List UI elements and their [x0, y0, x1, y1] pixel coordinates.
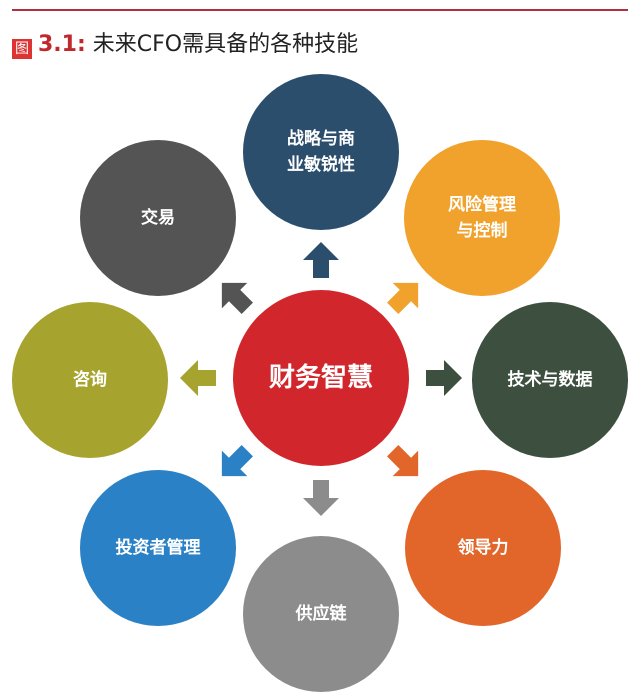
figure-number: 3.1:: [38, 32, 86, 57]
node-investor: [80, 470, 236, 626]
node-tech: [472, 302, 628, 458]
arrow-trading: [221, 282, 253, 314]
label-supply: 供应链: [296, 601, 347, 627]
figure-title-text: 未来CFO需具备的各种技能: [92, 32, 359, 57]
node-supply: [243, 536, 399, 692]
arrow-leadership: [387, 445, 419, 477]
label-strategy: 战略与商业敏锐性: [287, 126, 355, 178]
label-line: 领导力: [457, 538, 509, 558]
label-line: 交易: [141, 208, 175, 228]
center-label: 财务智慧: [268, 363, 374, 393]
arrow-supply: [303, 480, 339, 516]
label-line: 战略与商: [287, 129, 355, 149]
label-line: 供应链: [295, 604, 347, 624]
arrow-investor: [221, 445, 253, 477]
top-rule: [12, 9, 628, 11]
label-leadership: 领导力: [458, 535, 509, 561]
label-line: 业敏锐性: [287, 155, 355, 175]
arrow-risk: [387, 282, 419, 314]
label-line: 技术与数据: [507, 370, 593, 390]
node-risk: [404, 140, 560, 296]
node-leadership: [405, 470, 561, 626]
figure-title: 图 3.1: 未来CFO需具备的各种技能: [12, 26, 358, 59]
label-line: 投资者管理: [115, 538, 201, 558]
figure-icon: 图: [12, 39, 32, 59]
center-node: [233, 290, 409, 466]
node-consulting: [12, 302, 168, 458]
label-line: 风险管理: [448, 195, 516, 215]
label-risk: 风险管理与控制: [448, 192, 516, 244]
arrow-tech: [426, 360, 462, 396]
node-trading: [80, 140, 236, 296]
label-investor: 投资者管理: [116, 535, 201, 561]
node-strategy: [243, 74, 399, 230]
label-line: 与控制: [456, 221, 508, 241]
arrow-strategy: [303, 242, 339, 278]
arrow-consulting: [180, 360, 216, 396]
label-trading: 交易: [141, 205, 175, 231]
label-consulting: 咨询: [73, 367, 107, 393]
label-tech: 技术与数据: [508, 367, 593, 393]
label-line: 咨询: [73, 370, 107, 390]
